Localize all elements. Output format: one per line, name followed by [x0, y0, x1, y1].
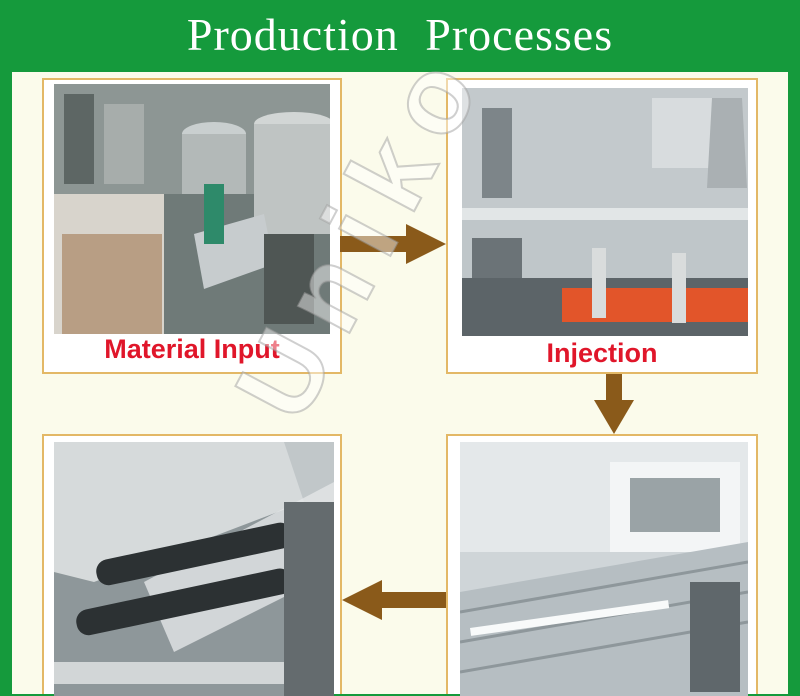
banner: Production Processes: [0, 0, 800, 72]
step-caption-injection: Injection: [546, 338, 658, 368]
arrow-right-icon: [340, 224, 446, 264]
step-card-injection: Injection: [446, 78, 758, 374]
banner-title: Production Processes: [186, 8, 614, 60]
step-card-cooling-conveyor: [446, 434, 758, 696]
step-caption-material-input: Material Input: [104, 334, 280, 364]
cooling-conveyor-photo: [460, 442, 748, 696]
rollers-photo: [54, 442, 334, 696]
step-card-rollers: [42, 434, 342, 696]
material-input-photo: [54, 84, 330, 334]
injection-photo: [462, 88, 748, 336]
step-card-material-input: Material Input: [42, 78, 342, 374]
arrow-left-icon: [342, 580, 446, 620]
arrow-down-icon: [594, 374, 634, 434]
